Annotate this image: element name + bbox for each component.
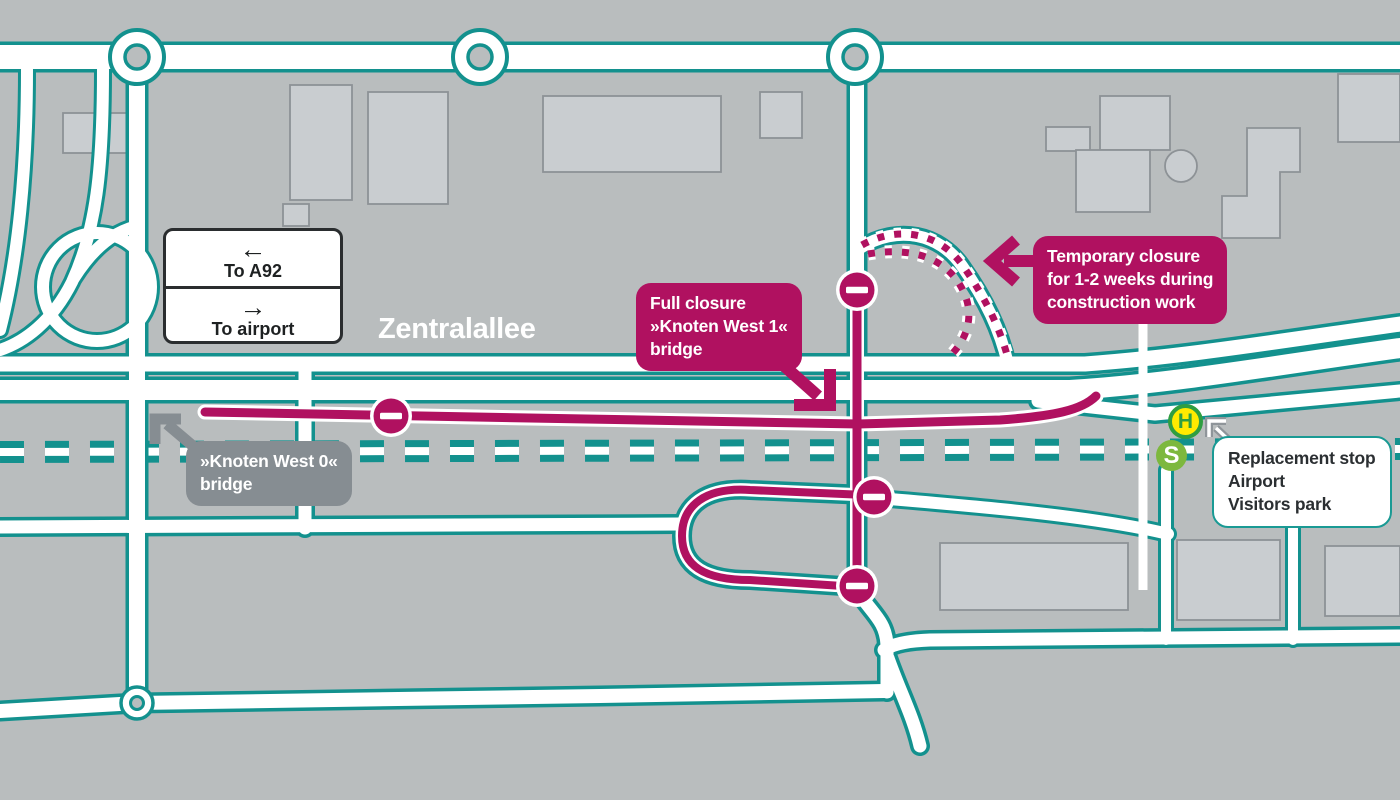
building — [1099, 95, 1171, 151]
roundabout-small — [119, 685, 155, 721]
roundabout — [826, 28, 884, 86]
building — [1221, 127, 1301, 239]
temporary-closure-ramp-outer — [860, 230, 1013, 363]
building — [1324, 545, 1400, 617]
no-entry-sign-icon — [853, 476, 895, 518]
buildings-layer — [62, 73, 1400, 621]
roundabout — [451, 28, 509, 86]
closures-layer — [197, 227, 1104, 591]
building — [289, 84, 353, 201]
no-entry-sign-icon — [836, 565, 878, 607]
building — [367, 91, 449, 205]
no-entry-sign-icon — [836, 269, 878, 311]
building — [1075, 149, 1151, 213]
building — [1045, 126, 1091, 152]
building-round — [1164, 149, 1198, 183]
closed-u-turn-loop — [677, 485, 867, 591]
temporary-closure-ramp-inner — [867, 248, 973, 359]
building — [542, 95, 722, 173]
building — [939, 542, 1129, 611]
closed-road-west0 — [200, 391, 1101, 429]
roundabout — [108, 28, 166, 86]
building — [282, 203, 310, 227]
no-entry-sign-icon — [370, 395, 412, 437]
building — [1176, 539, 1281, 621]
temporary-closure-arrow — [982, 235, 1033, 287]
road-surfaces — [0, 57, 1400, 746]
building — [1337, 73, 1400, 143]
interchange-loop — [37, 227, 157, 347]
building — [759, 91, 803, 139]
